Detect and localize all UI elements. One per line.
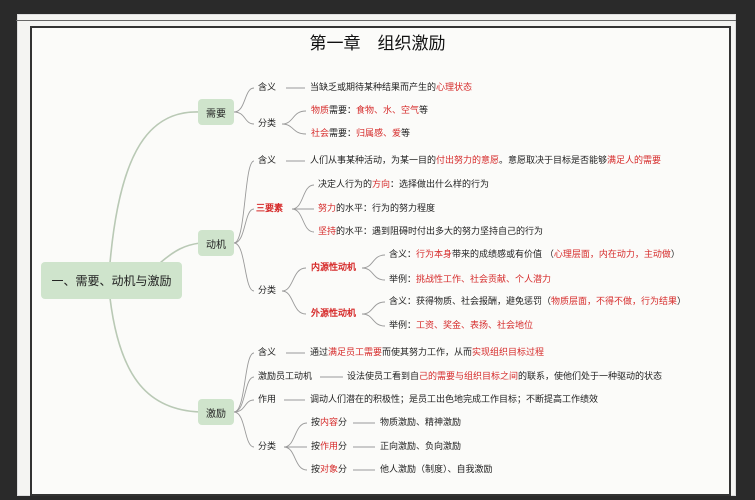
by-effect: 按作用分 bbox=[311, 442, 348, 452]
incent-employee-label: 激励员工动机 bbox=[258, 372, 313, 382]
element-persistence: 坚持的水平：遇到阻碍时付出多大的努力坚持自己的行为 bbox=[318, 227, 544, 237]
external-motive: 外源性动机 bbox=[311, 309, 357, 319]
element-effort: 努力的水平：行为的努力程度 bbox=[318, 204, 436, 214]
by-content-value: 物质激励、精神激励 bbox=[380, 418, 462, 428]
needs-meaning-text: 当缺乏或期待某种结果而产生的心理状态 bbox=[310, 83, 473, 93]
needs-social: 社会需要：归属感、爱等 bbox=[311, 129, 411, 139]
top-divider bbox=[16, 20, 736, 21]
needs-class-label: 分类 bbox=[258, 119, 277, 129]
element-direction: 决定人行为的方向：选择做出什么样的行为 bbox=[318, 180, 490, 190]
incent-meaning-text: 通过满足员工需要而使其努力工作，从而实现组织目标过程 bbox=[310, 348, 545, 358]
needs-material: 物质需要：食物、水、空气等 bbox=[311, 106, 429, 116]
node-needs: 需要 bbox=[198, 99, 234, 125]
incent-class-label: 分类 bbox=[258, 442, 277, 452]
by-target: 按对象分 bbox=[311, 465, 348, 475]
internal-motive: 内源性动机 bbox=[311, 263, 357, 273]
external-example: 举例：工资、奖金、表扬、社会地位 bbox=[389, 321, 534, 331]
by-target-value: 他人激励（制度）、自我激励 bbox=[380, 465, 493, 475]
by-content: 按内容分 bbox=[311, 418, 348, 428]
internal-example: 举例：挑战性工作、社会贡献、个人潜力 bbox=[389, 275, 552, 285]
root-node: 一、需要、动机与激励 bbox=[41, 262, 182, 299]
motive-class-label: 分类 bbox=[258, 286, 277, 296]
external-meaning: 含义：获得物质、社会报酬，避免惩罚（物质层面，不得不做，行为结果） bbox=[389, 297, 687, 307]
motive-meaning-label: 含义 bbox=[258, 156, 277, 166]
incent-role-label: 作用 bbox=[258, 395, 277, 405]
by-effect-value: 正向激励、负向激励 bbox=[380, 442, 462, 452]
page-title: 第一章 组织激励 bbox=[309, 34, 446, 54]
incent-meaning-label: 含义 bbox=[258, 348, 277, 358]
internal-meaning: 含义：行为本身带来的成绩感或有价值 （心理层面，内在动力，主动做） bbox=[389, 250, 680, 260]
needs-meaning-label: 含义 bbox=[258, 83, 277, 93]
incent-role-text: 调动人们潜在的积极性；是员工出色地完成工作目标；不断提高工作绩效 bbox=[310, 395, 599, 405]
motive-three-elements: 三要素 bbox=[256, 204, 284, 214]
mindmap-border bbox=[30, 26, 731, 496]
motive-meaning-text: 人们从事某种活动，为某一目的付出努力的意愿。意愿取决于目标是否能够满足人的需要 bbox=[310, 156, 662, 166]
node-incentive: 激励 bbox=[198, 399, 234, 425]
incent-employee-text: 设法使员工看到自己的需要与组织目标之间的联系，使他们处于一种驱动的状态 bbox=[347, 372, 663, 382]
node-motive: 动机 bbox=[198, 230, 234, 256]
